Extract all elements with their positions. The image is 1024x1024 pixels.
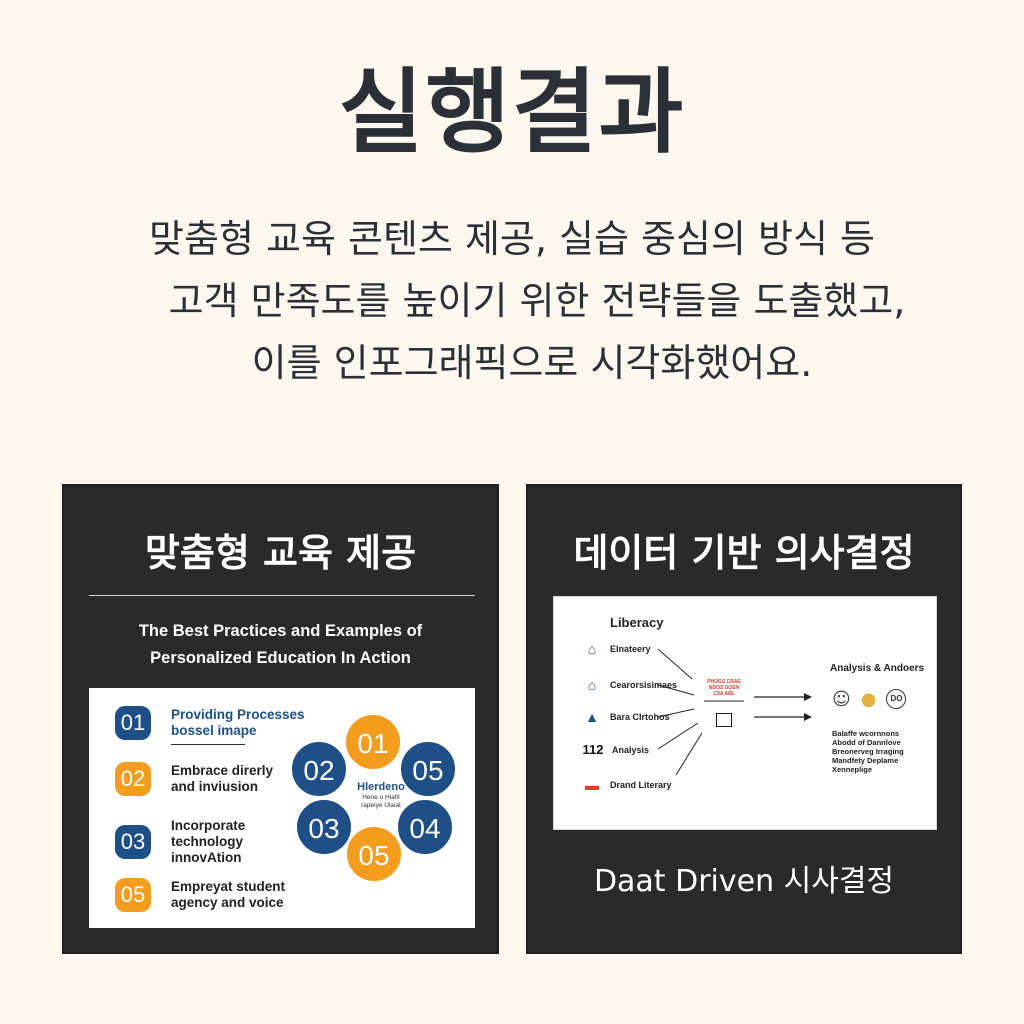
face-icon: ☺ <box>832 689 851 710</box>
list-item-label: Elnateery <box>610 644 651 654</box>
badge-icon: DO <box>886 689 907 709</box>
cycle-center-main: Hlerdeno <box>357 781 405 793</box>
description-line-3: 이를 인포그래픽으로 시각화했어요. <box>251 341 813 385</box>
analysis-list-item: Breonerveg Irraging <box>832 747 904 756</box>
divider <box>89 595 475 596</box>
infographic-panel: 01 Providing Processes bossel imape 02 E… <box>89 688 475 928</box>
center-node-icon <box>716 713 732 727</box>
cycle-circle: 02 <box>290 740 348 798</box>
list-item: ▬ Drand Literary <box>580 777 672 793</box>
card-title: 데이터 기반 의사결정 <box>573 531 915 575</box>
panel-title: Liberacy <box>610 615 664 630</box>
list-item-label: Analysis <box>612 744 650 755</box>
lightbulb-icon: ● <box>860 689 877 710</box>
cycle-circle: 03 <box>295 798 353 856</box>
cycle-circle: 05 <box>399 740 457 798</box>
step-number-badge: 03 <box>115 825 151 859</box>
personalized-education-card: 맞춤형 교육 제공 The Best Practices and Example… <box>62 484 499 954</box>
description-line-1: 맞춤형 교육 콘텐츠 제공, 실습 중심의 방식 등 <box>149 217 875 261</box>
center-node-label: PHOGS CRAE NDOS DOEN CVA ABL <box>707 679 741 697</box>
list-item-label: Cearorsisimaes <box>610 680 678 690</box>
analysis-list-item: Xenneplige <box>832 765 873 774</box>
step-underline <box>171 744 245 745</box>
step-item: 05 Empreyat student agency and voice <box>115 878 291 912</box>
step-number-badge: 02 <box>115 762 151 796</box>
list-item: ⌂ Cearorsisimaes <box>580 677 677 693</box>
step-item: 03 Incorporate technology innovAtion <box>115 818 261 866</box>
step-item: 01 Providing Processes bossel imape <box>115 706 311 740</box>
description: 맞춤형 교육 콘텐츠 제공, 실습 중심의 방식 등 고객 만족도를 높이기 위… <box>0 208 1024 394</box>
cycle-center-label: Hlerdeno Hene u Hlafit rapeiye Ulaiat <box>345 782 417 810</box>
step-text: Incorporate technology innovAtion <box>171 818 246 865</box>
card-caption: Daat Driven 시사결정 <box>593 864 895 899</box>
cycle-center-small: Hene u Hlafit rapeiye Ulaiat <box>361 794 401 809</box>
step-number-badge: 05 <box>115 878 151 912</box>
book-icon: ▬ <box>585 777 599 793</box>
number-icon: 112 <box>582 742 604 757</box>
data-driven-card: 데이터 기반 의사결정 Liberacy ⌂ Elnateery ⌂ Cearo… <box>526 484 962 954</box>
page-title: 실행결과 <box>338 59 686 166</box>
card-subtitle: The Best Practices and Examples of Perso… <box>64 618 497 672</box>
school-icon: ⌂ <box>587 641 597 657</box>
building-icon: ⌂ <box>587 677 597 693</box>
connector-lines <box>657 648 812 776</box>
step-text: Embrace direrly and inviusion <box>171 763 274 794</box>
step-number-badge: 01 <box>115 706 151 740</box>
card-title: 맞춤형 교육 제공 <box>144 531 417 575</box>
analysis-title: Analysis & Andoers <box>830 663 925 674</box>
diagram-panel: Liberacy ⌂ Elnateery ⌂ Cearorsisimaes ▲ … <box>553 596 937 830</box>
analysis-list-item: Abodd of Dannlove <box>832 738 901 747</box>
cycle-circle: 04 <box>396 798 454 856</box>
list-item-label: Drand Literary <box>610 780 672 790</box>
list-item: ▲ Bara Clrtohos <box>580 709 670 725</box>
list-item: ⌂ Elnateery <box>580 641 651 657</box>
step-text: Empreyat student agency and voice <box>171 879 286 910</box>
cycle-circle: 05 <box>345 825 403 883</box>
card-subtitle-line-1: The Best Practices and Examples of <box>138 622 423 640</box>
analysis-list: Balaffe wcornnons Abodd of Dannlove Breo… <box>832 729 904 774</box>
analysis-list-item: Mandfety Deplame <box>832 756 899 765</box>
card-subtitle-line-2: Personalized Education In Action <box>150 649 411 667</box>
analysis-list-item: Balaffe wcornnons <box>832 729 900 738</box>
description-line-2: 고객 만족도를 높이기 위한 전략들을 도출했고, <box>168 279 906 323</box>
step-item: 02 Embrace direrly and inviusion <box>115 762 281 796</box>
step-text: Providing Processes bossel imape <box>171 707 305 738</box>
cycle-circle: 01 <box>344 713 402 771</box>
analysis-icons: ☺ ● DO <box>832 689 907 710</box>
tent-icon: ▲ <box>585 709 599 725</box>
list-item: 112 Analysis <box>580 742 650 757</box>
list-item-label: Bara Clrtohos <box>610 712 670 722</box>
